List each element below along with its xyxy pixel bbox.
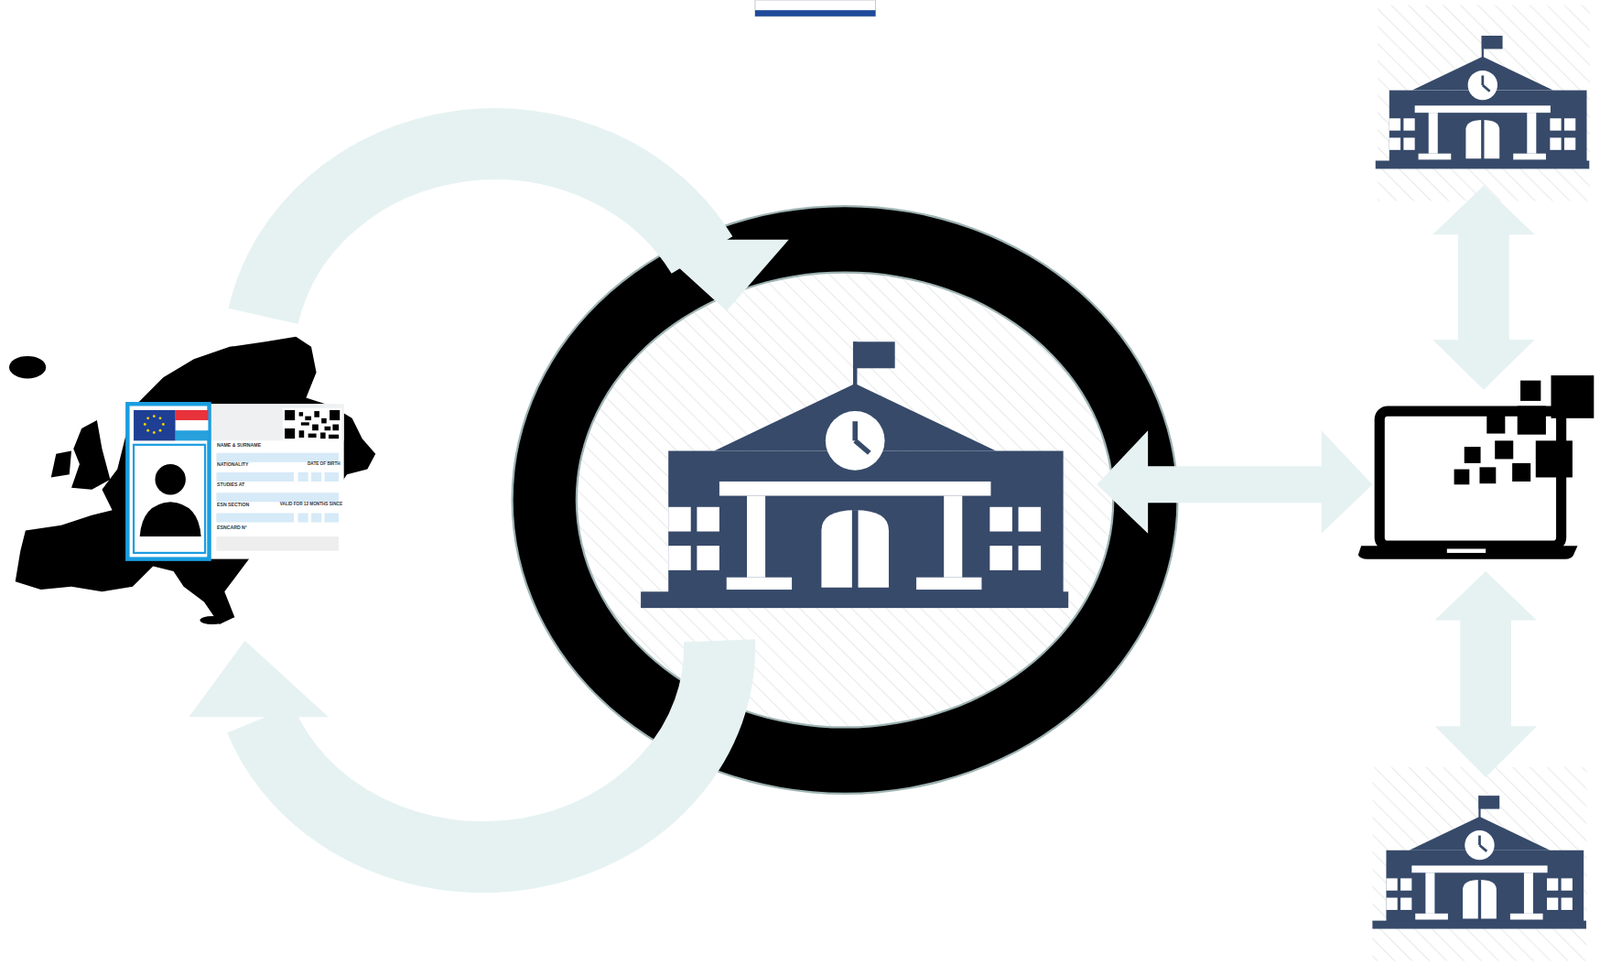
- student-card: NAME & SURNAME NATIONALITY DATE OF BIRTH ST…: [127, 403, 345, 560]
- field-label: NAME & SURNAME: [216, 443, 261, 448]
- field-label: VALID FOR 12 MONTHS SINCE: [280, 502, 343, 508]
- field-label: ESN SECTION: [216, 502, 249, 508]
- field-label: STUDIES AT: [216, 482, 245, 487]
- field-label: DATE OF BIRTH: [307, 462, 341, 467]
- field-label: ESNCARD N°: [216, 525, 248, 530]
- field-label: NATIONALITY: [216, 462, 249, 467]
